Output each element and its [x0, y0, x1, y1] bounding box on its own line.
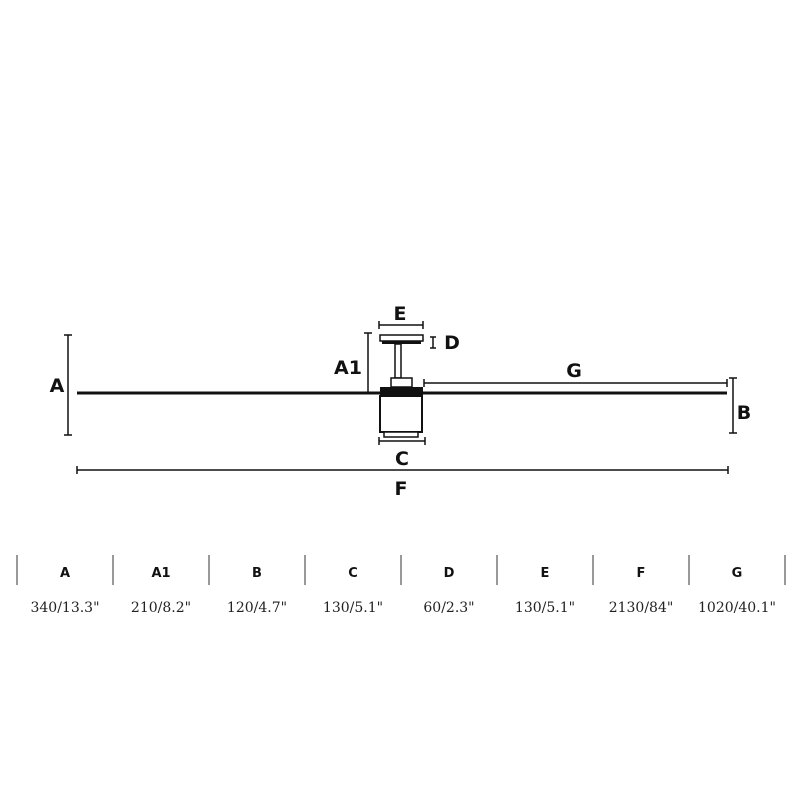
dimension-table: A 340/13.3" A1 210/8.2" B 120/4.7" C 130/5.1" D 6… — [16, 555, 786, 616]
table-value-e: 130/5.1" — [515, 600, 575, 616]
table-value-b: 120/4.7" — [227, 600, 287, 616]
label-c: C — [395, 448, 409, 470]
table-header-c: C — [348, 566, 358, 581]
label-b: B — [737, 402, 751, 424]
table-header-g: G — [732, 566, 743, 581]
table-header-e: E — [541, 566, 550, 581]
label-e: E — [394, 303, 407, 325]
label-a1: A1 — [334, 357, 362, 379]
label-f: F — [395, 478, 408, 500]
table-value-a1: 210/8.2" — [131, 600, 191, 616]
label-g: G — [566, 360, 582, 382]
dimension-a — [64, 334, 72, 436]
coupler — [390, 377, 413, 388]
dimension-a1 — [364, 332, 372, 393]
dimension-g — [423, 379, 728, 387]
label-a: A — [50, 375, 65, 397]
table-value-f: 2130/84" — [609, 600, 674, 616]
label-d: D — [444, 332, 460, 354]
motor-housing — [379, 395, 423, 433]
table-header-f: F — [637, 566, 646, 581]
table-value-c: 130/5.1" — [323, 600, 383, 616]
dimension-d — [430, 336, 436, 349]
table-header-a1: A1 — [151, 566, 170, 581]
fan-body — [379, 334, 424, 438]
table-value-a: 340/13.3" — [30, 600, 99, 616]
downrod — [394, 343, 402, 379]
dimension-c — [378, 437, 426, 445]
table-header-a: A — [60, 566, 70, 581]
table-header-b: B — [252, 566, 262, 581]
table-value-g: 1020/40.1" — [698, 600, 776, 616]
table-header-d: D — [444, 566, 455, 581]
dimension-e — [378, 321, 424, 329]
dimension-b — [729, 377, 737, 434]
table-value-d: 60/2.3" — [423, 600, 474, 616]
dimension-f — [76, 466, 729, 474]
canopy — [379, 334, 424, 342]
